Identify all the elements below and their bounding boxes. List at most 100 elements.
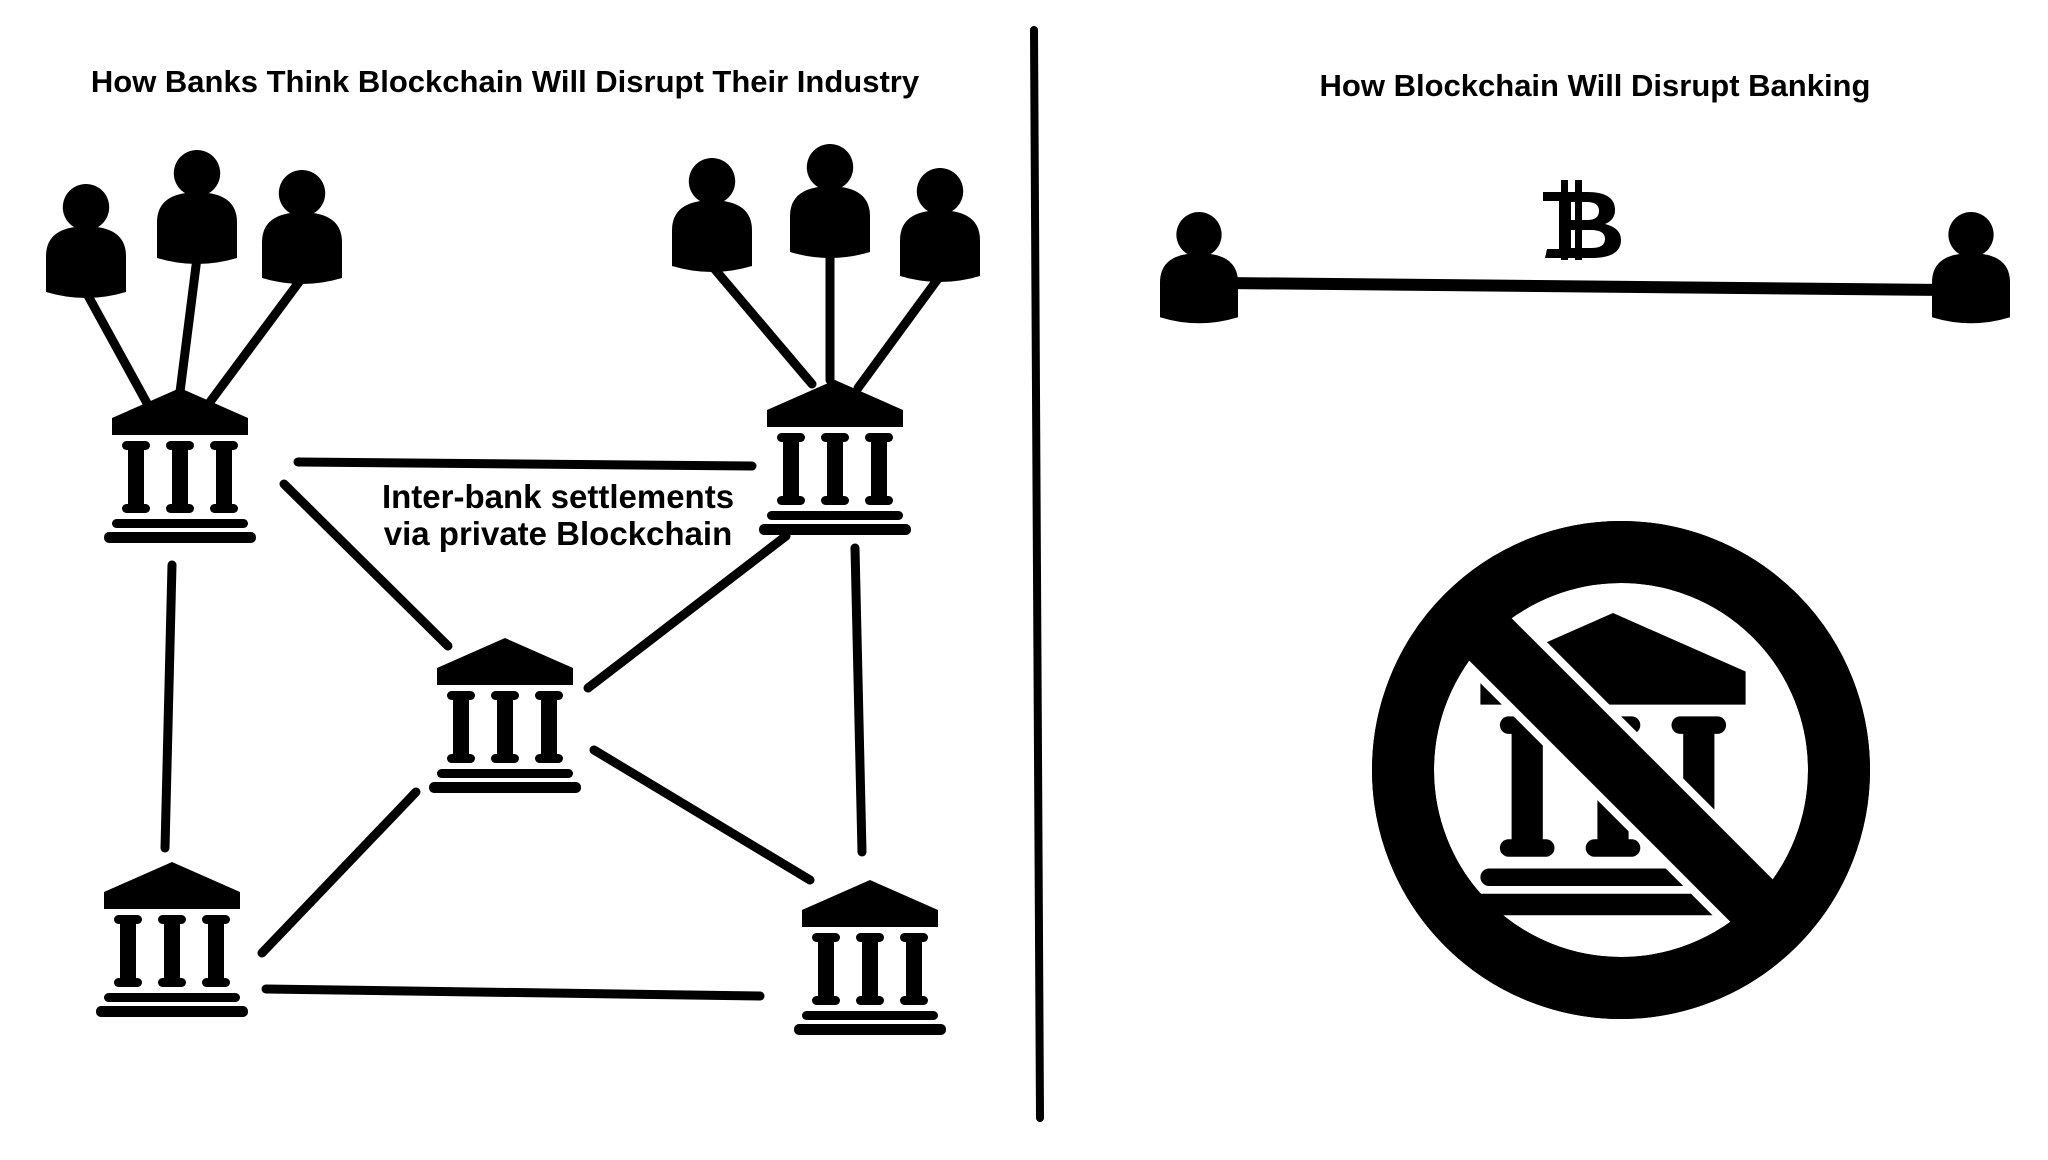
bank-column xyxy=(128,444,144,510)
bank-column xyxy=(164,918,180,984)
bank-column xyxy=(541,694,557,760)
bank-step-lower xyxy=(1464,893,1762,916)
no-bank-icon xyxy=(1372,521,1870,1019)
person-body xyxy=(1160,253,1238,324)
bank-column xyxy=(172,444,188,510)
bank-column xyxy=(208,918,224,984)
person-body xyxy=(46,226,126,298)
bank-step-upper xyxy=(104,993,240,1002)
bank-step-upper xyxy=(767,511,903,520)
person-head xyxy=(688,158,736,205)
interbank-link xyxy=(583,531,791,693)
receiver-person-icon xyxy=(1932,212,2010,324)
bank-column-base xyxy=(114,978,142,987)
bank-step-lower xyxy=(96,1006,248,1017)
customer-person-icon xyxy=(262,170,342,284)
person-head xyxy=(173,150,221,197)
person-head xyxy=(62,184,110,231)
bitcoin-glyph xyxy=(1543,192,1621,258)
bank-column-base xyxy=(1499,839,1555,857)
interbank-link xyxy=(257,787,421,958)
customer-link xyxy=(853,271,945,393)
bank-step-lower xyxy=(429,782,581,793)
bank-column-base xyxy=(166,504,194,513)
person-body xyxy=(672,200,752,272)
left-panel-title: How Banks Think Blockchain Will Disrupt … xyxy=(91,64,920,99)
bank-column xyxy=(216,444,232,510)
bank-column xyxy=(818,936,834,1002)
bank-column-base xyxy=(491,754,519,763)
interbank-links xyxy=(160,457,867,1001)
interbank-link xyxy=(850,543,867,857)
bank-roof xyxy=(104,862,240,909)
bank-step-lower xyxy=(759,524,911,535)
bank-roof xyxy=(802,880,938,927)
person-body xyxy=(790,186,870,258)
person-head xyxy=(806,144,854,191)
person-head xyxy=(1948,212,1994,258)
bank-column xyxy=(906,936,922,1002)
customer-link xyxy=(81,287,153,410)
bank-column-base xyxy=(812,996,840,1005)
bank-roof xyxy=(767,380,903,427)
bank-column xyxy=(453,694,469,760)
person-head xyxy=(916,168,964,215)
prohibition-ring-overlay xyxy=(1372,521,1870,1019)
peer-to-peer-transfer xyxy=(1160,180,2010,324)
customer-groups xyxy=(46,144,980,298)
bank-step-lower xyxy=(104,532,256,543)
bank-column-base xyxy=(158,978,186,987)
customer-links xyxy=(81,247,945,410)
bank-column-base xyxy=(821,496,849,505)
bank-column xyxy=(827,436,843,502)
person-body xyxy=(900,210,980,282)
bank-column-base xyxy=(202,978,230,987)
bank-center xyxy=(429,638,581,793)
bank-top-left xyxy=(104,388,256,543)
transfer-line xyxy=(1225,277,1948,296)
interbank-link xyxy=(160,560,177,853)
bank-step-lower xyxy=(794,1024,946,1035)
bank-top-right xyxy=(759,380,911,535)
person-body xyxy=(1932,253,2010,324)
customer-link xyxy=(205,273,307,407)
bank-column xyxy=(862,936,878,1002)
bank-bottom-right xyxy=(794,880,946,1035)
bank-roof xyxy=(112,388,248,435)
person-head xyxy=(278,170,326,217)
bank-column xyxy=(783,436,799,502)
panel-divider xyxy=(1030,26,1044,1122)
bank-column-base xyxy=(777,496,805,505)
customer-person-icon xyxy=(46,184,126,298)
interbank-link xyxy=(293,457,757,471)
bank-column-base xyxy=(900,996,928,1005)
person-body xyxy=(157,192,237,264)
person-body xyxy=(262,212,342,284)
bank-column-base xyxy=(210,504,238,513)
prohibition-slash xyxy=(1437,586,1805,954)
bank-column-base xyxy=(447,754,475,763)
interbank-link xyxy=(589,745,815,885)
settlement-caption-line2: via private Blockchain xyxy=(384,515,732,552)
bank-roof xyxy=(437,638,573,685)
interbank-link xyxy=(261,984,765,1001)
bank-column xyxy=(497,694,513,760)
bank-column xyxy=(1511,722,1543,851)
bank-column-base xyxy=(535,754,563,763)
sender-person-icon xyxy=(1160,212,1238,324)
customer-link xyxy=(175,253,202,397)
person-head xyxy=(1176,212,1222,258)
customer-person-icon xyxy=(672,158,752,272)
bank-bottom-left xyxy=(96,862,248,1017)
bank-column-base xyxy=(865,496,893,505)
interbank-link xyxy=(279,479,453,651)
bank-column-base xyxy=(122,504,150,513)
bank-step-upper xyxy=(802,1011,938,1020)
bank-column-base xyxy=(856,996,884,1005)
customer-person-icon xyxy=(900,168,980,282)
bank-network xyxy=(96,380,946,1035)
customer-link xyxy=(707,261,817,389)
bank-step-upper xyxy=(112,519,248,528)
bank-column xyxy=(871,436,887,502)
